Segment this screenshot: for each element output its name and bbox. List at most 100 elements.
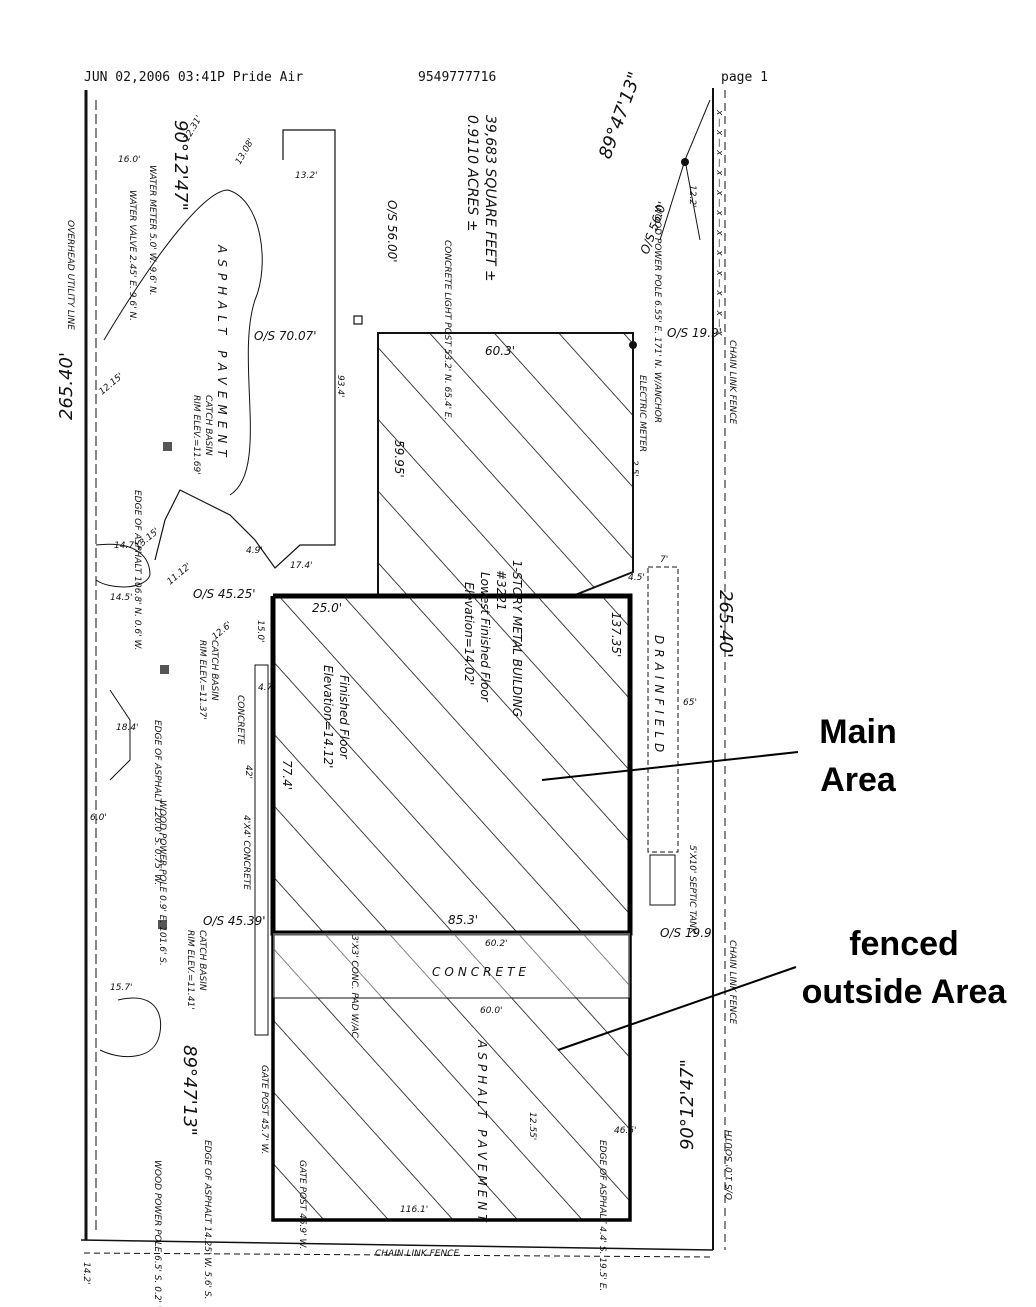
- dim-60-2: 60.2': [485, 939, 508, 949]
- bearing-top-left: 90°12'47": [170, 120, 191, 211]
- chain-link-fence-bottom: CHAIN LINK FENCE: [375, 1249, 459, 1259]
- light-post-marker: [353, 315, 363, 325]
- fenced-area-callout: fenced outside Area: [782, 920, 1026, 1016]
- fenced-area-pointer: [557, 966, 797, 1051]
- fenced-outside-area: [271, 931, 632, 1222]
- dim-85-3: 85.3': [448, 913, 478, 927]
- drainfield-label: DRAINFIELD: [652, 635, 666, 757]
- fenced-area-line2: outside Area: [801, 973, 1007, 1011]
- dim-7: 7': [660, 555, 668, 565]
- finished-floor-label: Finished Floor: [337, 675, 351, 760]
- dim-46-5: 46.5': [614, 1126, 637, 1136]
- dim-12-2: 12.2': [687, 185, 697, 208]
- conc-pad: 3'X3' CONC. PAD W/AC: [349, 935, 359, 1039]
- fax-header-datetime: JUN 02,2006 03:41P Pride Air: [84, 70, 304, 85]
- dim-14-5: 14.5': [110, 593, 133, 603]
- main-area-line1: Main: [819, 713, 897, 751]
- lowest-floor-label: Lowest Finished Floor: [478, 572, 492, 703]
- area-sqft-label: 39,683 SQUARE FEET ±: [482, 115, 498, 282]
- upper-building-hatched: [377, 332, 634, 596]
- fence-marks: x — x — x — x — x — x — x — x — x — x — …: [714, 109, 724, 337]
- asphalt-curve-1: [103, 189, 263, 496]
- fax-header-phone: 9549777716: [418, 70, 497, 85]
- catch-basin-3-rim: RIM ELEV.=11.41': [185, 930, 195, 1010]
- left-dimension-partial: 265.40': [56, 352, 77, 420]
- edge-asphalt-2: EDGE OF ASPHALT 120.0' S. 0.75' W.: [152, 720, 162, 885]
- dim-25-0: 25.0': [312, 601, 342, 615]
- edge-asphalt-4: EDGE OF ASPHALT 4.4' S. 19.5' E.: [597, 1140, 607, 1291]
- chain-link-fence-right: CHAIN LINK FENCE: [727, 340, 737, 424]
- finished-floor-elev: Elevation=14.12': [321, 665, 335, 768]
- dim-15-7: 15.7': [110, 983, 133, 993]
- dim-16-0: 16.0': [118, 155, 141, 165]
- dim-60-0: 60.0': [480, 1006, 503, 1016]
- dim-11-12: 11.12': [166, 561, 194, 587]
- asphalt-pavement-label: ASPHALT PAVEMENT: [215, 244, 229, 463]
- catch-basin-1-marker: [163, 442, 172, 451]
- catch-basin-2-rim: RIM ELEV.=11.37': [197, 640, 207, 720]
- dim-116-1: 116.1': [400, 1205, 428, 1215]
- asphalt-pavement-edge-north: [154, 129, 336, 569]
- concrete-label: CONCRETE: [432, 965, 530, 979]
- os-19-9-bottom: O/S 19.9': [660, 926, 715, 940]
- bearing-bottom-left: 89°47'13": [179, 1045, 200, 1136]
- os-45-39: O/S 45.39': [203, 914, 266, 928]
- electric-meter-marker: [629, 341, 637, 349]
- power-pole-marker: [681, 158, 689, 166]
- concrete-4x4: 4'X4' CONCRETE: [241, 815, 251, 890]
- concrete-light-post: CONCRETE LIGHT POST 53.2' N. 65.4' E.: [442, 240, 452, 420]
- dim-12-15: 12.15': [98, 371, 126, 397]
- catch-basin-2-marker: [160, 665, 169, 674]
- edge-asphalt-3: EDGE OF ASPHALT 14.25' W. 5.6' S.: [202, 1140, 212, 1299]
- drainfield-box: [647, 566, 679, 853]
- dim-17-4: 17.4': [290, 561, 313, 571]
- dim-65: 65': [683, 698, 697, 708]
- septic-tank-box: [649, 854, 676, 906]
- main-area-hatch: [273, 596, 630, 933]
- os-south: O/S 1.0' SOUTH: [725, 1130, 735, 1200]
- building-number: #3221: [494, 570, 508, 611]
- main-area-pointer: [541, 751, 799, 781]
- dim-59-95: 59.95': [392, 440, 406, 478]
- lowest-floor-elev: Elevation=14.02': [462, 582, 476, 685]
- dim-93-4: 93.4': [335, 375, 345, 398]
- concrete-side: CONCRETE: [235, 695, 245, 745]
- dim-4-9: 4.9': [246, 546, 263, 556]
- catch-basin-3-marker: [158, 920, 167, 929]
- south-chain-link-fence: [83, 1252, 714, 1258]
- leader-line-1: [684, 99, 711, 161]
- bearing-top: 89°47'13": [595, 69, 646, 162]
- concrete-strip: [273, 933, 630, 998]
- main-area-line2: Area: [820, 761, 896, 799]
- building-title: 1-STORY METAL BUILDING: [510, 560, 524, 717]
- wood-power-pole-bottom: WOOD POWER POLE 6.5' S. 0.2' W.: [152, 1160, 162, 1307]
- dim-6-0: 6.0': [90, 813, 107, 823]
- wood-power-pole-mid: WOOD POWER POLE 0.9' E. 101.6' S.: [157, 800, 167, 966]
- os-19-9-top: O/S 19.9': [667, 326, 722, 340]
- catch-basin-2: CATCH BASIN: [209, 640, 219, 701]
- south-property-line: [80, 1239, 714, 1251]
- concrete-walk: [254, 664, 269, 1036]
- fenced-area-line1: fenced: [849, 925, 959, 963]
- gate-post-1: GATE POST 45.7' W.: [259, 1065, 269, 1155]
- catch-basin-3: CATCH BASIN: [197, 930, 207, 991]
- leader-line-2: [659, 159, 686, 241]
- main-area-callout: Main Area: [810, 708, 906, 804]
- septic-tank: 5'X10' SEPTIC TANK: [687, 845, 697, 935]
- asphalt-pavement-lower-label: ASPHALT PAVEMENT: [475, 1039, 489, 1226]
- chain-link-fence-right-lower: CHAIN LINK FENCE: [727, 940, 737, 1024]
- dim-77-4: 77.4': [280, 760, 294, 790]
- dim-4-7: 4.7': [258, 683, 275, 693]
- overhead-utility-line-label: OVERHEAD UTILITY LINE: [65, 220, 75, 330]
- leader-line-3: [684, 159, 701, 241]
- dim-12-6: 12.6': [211, 620, 235, 642]
- water-valve: WATER VALVE 2.45' E. 9.6' N.: [127, 190, 137, 321]
- electric-meter: ELECTRIC METER: [637, 375, 647, 452]
- os-56-top: O/S 56.00': [385, 200, 399, 263]
- dim-12-55: 12.55': [527, 1112, 537, 1140]
- catch-basin-1: CATCH BASIN: [203, 395, 213, 456]
- right-dimension: 265.40': [715, 590, 736, 658]
- island-curve-3: [109, 689, 131, 781]
